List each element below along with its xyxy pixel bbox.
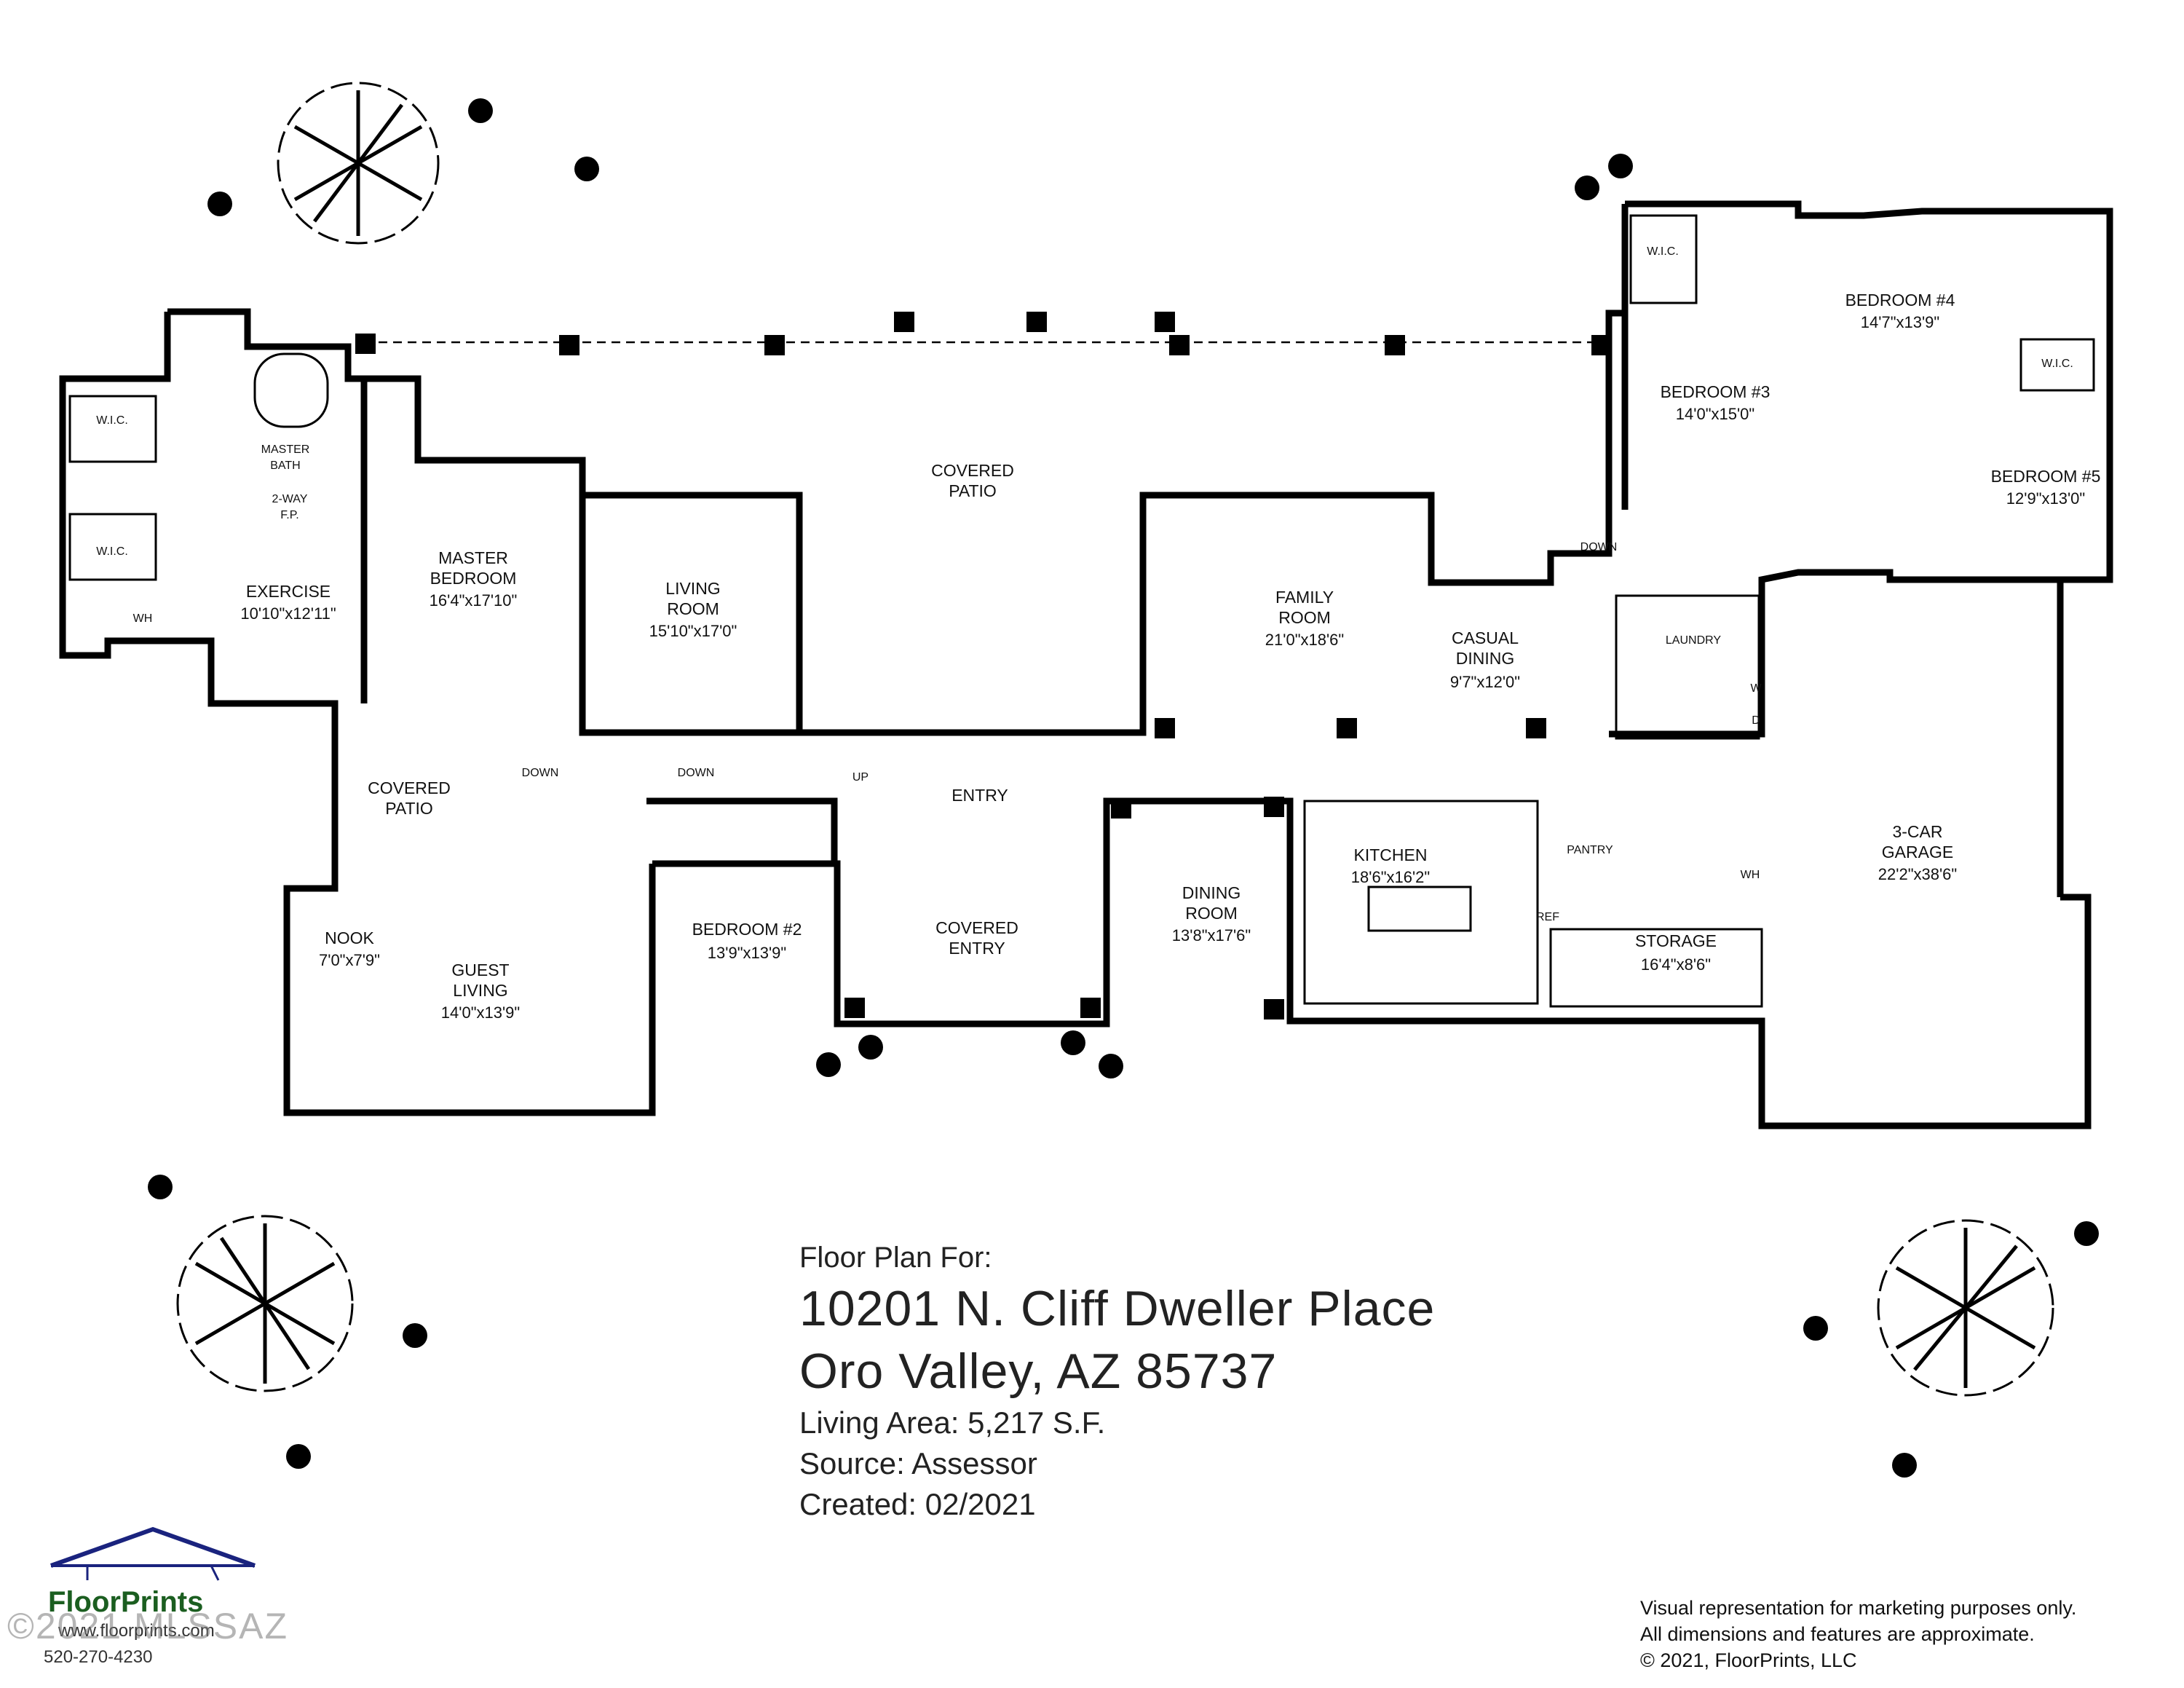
created-date: Created: 02/2021 <box>799 1487 1036 1521</box>
down-label: DOWN <box>522 767 559 779</box>
washer-label: W <box>1750 682 1762 695</box>
room-labels: W.I.C. W.I.C. W.I.C. W.I.C. MASTER BATH … <box>96 245 2100 1022</box>
source: Source: Assessor <box>799 1446 1037 1480</box>
dining-room-label: DINING <box>1182 883 1241 902</box>
disclaimer-line-2: All dimensions and features are approxim… <box>1640 1623 2035 1645</box>
brand-name: FloorPrints <box>48 1586 204 1618</box>
water-heater-label: WH <box>1741 869 1760 881</box>
address-line-1: 10201 N. Cliff Dweller Place <box>799 1281 1436 1336</box>
master-bedroom-dim: 16'4"x17'10" <box>430 591 518 610</box>
down-label: DOWN <box>1580 541 1618 553</box>
wic-label: W.I.C. <box>2041 358 2073 370</box>
disclaimer: Visual representation for marketing purp… <box>1640 1595 2076 1673</box>
guest-living-label: GUEST <box>451 961 509 979</box>
master-bath-label: MASTER <box>261 443 310 456</box>
title-heading: Floor Plan For: <box>799 1242 992 1274</box>
nook-label: NOOK <box>325 928 374 947</box>
living-area: Living Area: 5,217 S.F. <box>799 1405 1106 1440</box>
guest-living-label-2: LIVING <box>453 981 507 1000</box>
guest-living-dim: 14'0"x13'9" <box>441 1003 520 1022</box>
floorprints-logo-icon <box>50 1526 256 1581</box>
dryer-label: D <box>1752 714 1760 727</box>
tree-icon <box>1877 1219 2054 1397</box>
entry-label: ENTRY <box>951 786 1008 805</box>
address-line-2: Oro Valley, AZ 85737 <box>799 1344 1278 1399</box>
bedroom-4-dim: 14'7"x13'9" <box>1861 313 1939 331</box>
up-label: UP <box>852 771 869 784</box>
wic-label: W.I.C. <box>96 545 128 558</box>
family-room-dim: 21'0"x18'6" <box>1265 631 1344 649</box>
exterior-walls <box>59 200 2113 1129</box>
casual-dining-label: CASUAL <box>1452 628 1519 647</box>
garage-dim: 22'2"x38'6" <box>1878 865 1957 883</box>
down-label: DOWN <box>678 767 715 779</box>
casual-dining-label-2: DINING <box>1456 649 1515 668</box>
storage-label: STORAGE <box>1635 931 1717 950</box>
bedroom-3-dim: 14'0"x15'0" <box>1676 405 1754 423</box>
storage-dim: 16'4"x8'6" <box>1641 955 1711 974</box>
family-room-label: FAMILY <box>1275 588 1334 607</box>
living-room-dim: 15'10"x17'0" <box>649 622 737 640</box>
exercise-dim: 10'10"x12'11" <box>240 604 336 623</box>
bedroom-2-label: BEDROOM #2 <box>692 920 802 939</box>
tree-icon <box>277 82 440 245</box>
wic-label: W.I.C. <box>1647 245 1679 258</box>
exercise-label: EXERCISE <box>246 582 331 601</box>
garage-label: 3-CAR <box>1892 822 1942 841</box>
kitchen-label: KITCHEN <box>1354 845 1428 864</box>
fireplace-label-2: F.P. <box>280 509 299 521</box>
bedroom-4-label: BEDROOM #4 <box>1845 291 1955 309</box>
living-room-label: LIVING <box>665 579 720 598</box>
family-room-label-2: ROOM <box>1278 608 1331 627</box>
ref-label: REF <box>1536 911 1559 923</box>
watermark: ©2021 MLSSAZ <box>7 1606 289 1646</box>
fireplace-label: 2-WAY <box>272 493 308 505</box>
bedroom-3-label: BEDROOM #3 <box>1661 382 1770 401</box>
garage-label-2: GARAGE <box>1882 843 1953 861</box>
pantry-label: PANTRY <box>1567 844 1613 856</box>
kitchen-dim: 18'6"x16'2" <box>1351 868 1430 886</box>
covered-entry-label: COVERED <box>935 918 1018 937</box>
covered-patio-south-label-2: PATIO <box>385 799 433 818</box>
covered-patio-label: COVERED <box>931 461 1014 480</box>
disclaimer-line-1: Visual representation for marketing purp… <box>1640 1597 2077 1619</box>
interior-walls <box>68 214 2095 1008</box>
patio-columns <box>355 312 1612 1019</box>
brand-url[interactable]: www.floorprints.com <box>58 1621 215 1641</box>
dining-room-label-2: ROOM <box>1185 904 1238 923</box>
title-block: Floor Plan For: 10201 N. Cliff Dweller P… <box>799 1238 1435 1525</box>
covered-patio-south-label: COVERED <box>368 778 451 797</box>
nook-dim: 7'0"x7'9" <box>319 951 380 969</box>
covered-entry-label-2: ENTRY <box>949 939 1005 958</box>
bedroom-5-label: BEDROOM #5 <box>1991 467 2101 486</box>
covered-patio-label-2: PATIO <box>949 481 997 500</box>
laundry-label: LAUNDRY <box>1666 634 1722 647</box>
tree-icon <box>176 1215 354 1392</box>
disclaimer-line-3: © 2021, FloorPrints, LLC <box>1640 1649 1857 1671</box>
master-bedroom-label-2: BEDROOM <box>430 569 517 588</box>
brand-phone: 520-270-4230 <box>44 1647 153 1667</box>
casual-dining-dim: 9'7"x12'0" <box>1450 673 1520 691</box>
bedroom-2-dim: 13'9"x13'9" <box>708 944 786 962</box>
master-bedroom-label: MASTER <box>438 548 508 567</box>
wic-label: W.I.C. <box>96 414 128 427</box>
shrub-icon <box>148 98 2099 1478</box>
bedroom-5-dim: 12'9"x13'0" <box>2006 489 2085 508</box>
living-room-label-2: ROOM <box>667 599 719 618</box>
water-heater-label: WH <box>133 612 153 625</box>
master-bath-label-2: BATH <box>270 460 300 472</box>
dining-room-dim: 13'8"x17'6" <box>1172 926 1251 944</box>
